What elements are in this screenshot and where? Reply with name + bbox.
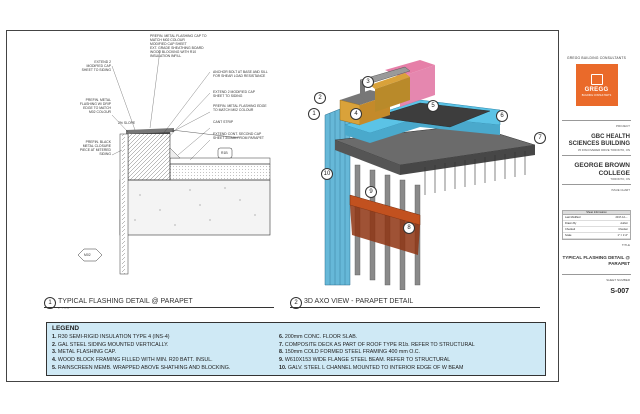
axo-tag-10: 10 [321,168,333,180]
sheet-info-header: Sheet Information [563,211,630,215]
detail-2-underline [290,307,540,308]
stamp-label: ISSUE CHART [611,188,630,192]
title-label: TITLE [621,243,630,247]
divider [562,274,631,276]
note-cant-strip: CANT STRIP [213,120,234,124]
legend-box: LEGEND 1. R30 SEMI-RIGID INSULATION TYPE… [46,322,546,376]
slope-label: 2% SLOPE [118,121,136,125]
note-flashing-cap: PREFIN. METAL FLASHING CAP TO MATCH M02 … [150,34,207,58]
detail-1-number: 1 [44,297,56,309]
logo-mark-icon [590,73,603,85]
detail-1-scale: 1" = 1'-0" [58,306,71,310]
axo-view-drawing [324,60,536,290]
note-metal-flashing-drip: PREFIN. METAL FLASHING W/ DRIP EDGE TO M… [79,98,111,114]
legend-item: 10. GALV. STEEL L CHANNEL MOUNTED TO INT… [279,364,464,371]
material-tag: M02 [84,253,91,257]
legend-right-column: 6. 200mm CONC. FLOOR SLAB. 7. COMPOSITE … [279,334,475,373]
axo-tag-4: 4 [350,108,362,120]
legend-item: 3. METAL FLASHING CAP. [52,349,117,356]
legend-item: 7. COMPOSITE DECK AS PART OF ROOF TYPE R… [279,341,475,348]
project-label: PROJECT [615,124,630,128]
note-extend-cap-sheet: EXTEND 2 MODIFIED CAP SHEET TO SIDING [213,90,256,98]
axo-tag-9: 9 [365,186,377,198]
legend-item: 2. GAL STEEL SIDING MOUNTED VERTICALLY. [52,341,169,348]
logo-name: GREGG [584,86,609,93]
client-name: GEORGE BROWN COLLEGE [574,162,630,177]
divider [562,155,631,156]
sheet-title: TYPICAL FLASHING DETAIL @ PARAPET [562,255,630,266]
firm-header: GREGG BUILDING CONSULTANTS [567,56,626,60]
legend-item: 1. R30 SEMI-RIGID INSULATION TYPE 4 (INS… [52,334,170,340]
detail-2-title: 3D AXO VIEW - PARAPET DETAIL [304,298,414,305]
legend-item: 9. W610X153 WIDE FLANGE STEEL BEAM. REFE… [279,357,451,364]
logo-sub: BUILDING CONSULTANTS [581,93,612,97]
legend-item: 5. RAINSCREEN MEMB. WRAPPED ABOVE SHATHI… [52,364,231,371]
note-extend-cap-sheet-left: EXTEND 2 MODIFIED CAP SHEET TO SIDING [81,60,111,72]
client-city: TORONTO, ON [610,177,630,181]
axo-tag-1: 1 [308,108,320,120]
axo-tag-6: 6 [496,110,508,122]
title-block: GREGG BUILDING CONSULTANTS GREGG BUILDIN… [558,30,634,382]
section-detail-drawing [77,49,271,275]
note-flashing-edge: PREFIN. METAL FLASHING EDGE TO MATCH M02… [213,104,267,112]
legend-header: LEGEND [52,325,80,332]
roof-type-tag: R1b [221,151,228,155]
sheet-number: S-007 [610,288,629,296]
detail-1-underline [44,307,274,308]
axo-tag-7: 7 [534,132,546,144]
note-anchor-bolt: ANCHOR BOLT AT BASE AND SILL FOR SHEAR L… [213,70,268,78]
detail-1-title: TYPICAL FLASHING DETAIL @ PARAPET [58,298,193,305]
divider [562,184,631,185]
axo-tag-5: 5 [427,100,439,112]
project-address: 35 DISCOVERER DRIVE TORONTO, ON [577,148,630,152]
divider [562,120,631,121]
legend-item: 4. WOOD BLOCK FRAMING FILLED WITH MIN. R… [52,357,213,364]
axo-tag-3: 3 [362,76,374,88]
axo-tag-2: 2 [314,92,326,104]
firm-logo: GREGG BUILDING CONSULTANTS [575,64,618,106]
axo-tag-8: 8 [403,222,415,234]
note-black-closure: PREFIN. BLACK METAL CLOSURE PIECE AT MIT… [79,140,111,156]
sheet-number-label: SHEET NUMBER [606,278,630,283]
detail-2-number: 2 [290,297,302,309]
legend-item: 6. 200mm CONC. FLOOR SLAB. [279,334,358,340]
legend-item: 8. 150mm COLD FORMED STEEL FRAMING 400 m… [279,349,421,356]
legend-left-column: 1. R30 SEMI-RIGID INSULATION TYPE 4 (INS… [52,334,230,373]
project-name: GBC HEALTH SCIENCES BUILDING [568,134,630,147]
note-second-cap-sheet: EXTEND CONT. SECOND CAP SHEET 300mm FROM… [213,132,264,140]
